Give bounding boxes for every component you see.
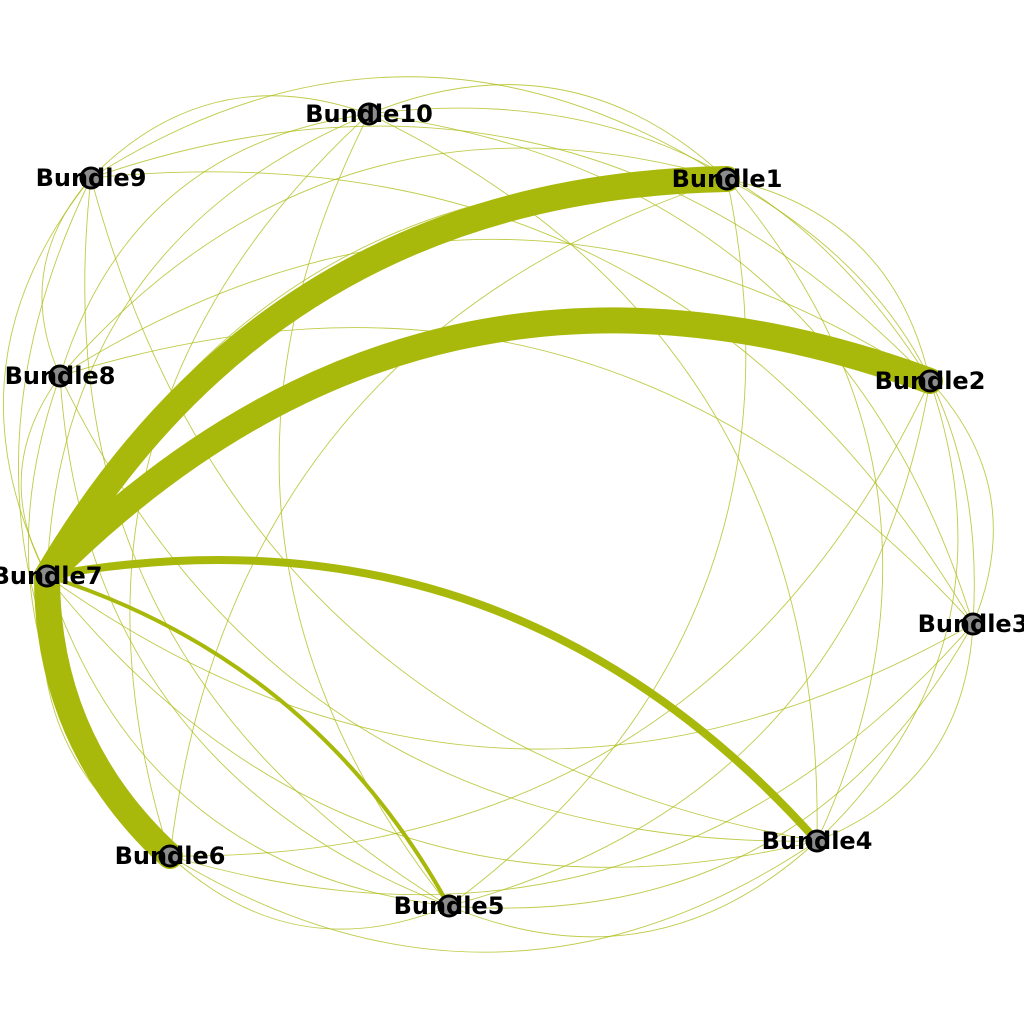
edge-bundle3-bundle9 <box>90 171 974 625</box>
edge-bundle4-bundle10 <box>368 113 818 842</box>
node-bundle3: Bundle3 <box>918 610 1024 638</box>
node-circle <box>715 167 739 191</box>
edge-bundle5-bundle8 <box>59 375 450 907</box>
node-bundle10: Bundle10 <box>305 100 433 128</box>
edge-bundle2-bundle6 <box>169 380 931 857</box>
edge-bundle5-bundle9 <box>84 177 450 907</box>
node-label: Bundle2 <box>875 367 986 395</box>
node-bundle4: Bundle4 <box>762 827 873 855</box>
node-circle <box>79 166 103 190</box>
strong-edge-bundle7-bundle5 <box>45 574 451 908</box>
edge-bundle4-bundle6 <box>169 840 818 953</box>
edge-bundle3-bundle4 <box>816 623 974 842</box>
edge-bundle3-bundle8 <box>59 327 974 625</box>
node-circle <box>805 829 829 853</box>
node-bundle1: Bundle1 <box>672 165 783 193</box>
edge-bundle4-bundle7 <box>46 575 818 868</box>
node-label: Bundle3 <box>918 610 1024 638</box>
edge-bundle8-bundle10 <box>59 113 370 377</box>
edge-bundle2-bundle4 <box>816 380 959 842</box>
strong-edge-bundle7-bundle4 <box>43 556 821 845</box>
edge-bundle1-bundle8 <box>59 147 728 377</box>
edge-bundle2-bundle10 <box>368 107 931 382</box>
node-circle <box>437 894 461 918</box>
edge-bundle4-bundle8 <box>59 375 818 842</box>
node-label: Bundle9 <box>36 164 147 192</box>
edge-bundle1-bundle3 <box>726 178 975 625</box>
edge-bundle7-bundle10 <box>46 113 370 577</box>
edge-bundle3-bundle5 <box>448 623 974 909</box>
node-circle <box>35 564 59 588</box>
edge-bundle2-bundle9 <box>90 125 931 382</box>
node-bundle2: Bundle2 <box>875 367 986 395</box>
node-label: Bundle6 <box>115 842 226 870</box>
node-bundle5: Bundle5 <box>394 892 505 920</box>
edge-bundle9-bundle10 <box>90 95 370 179</box>
edge-bundle2-bundle5 <box>448 380 931 907</box>
edge-bundle5-bundle7 <box>46 575 450 907</box>
edge-bundle1-bundle6 <box>169 178 728 857</box>
edge-bundle2-bundle3 <box>929 380 994 625</box>
strong-edge-bundle7-bundle6 <box>33 563 183 869</box>
edge-bundle6-bundle10 <box>129 113 370 857</box>
node-circle <box>961 612 985 636</box>
node-bundle8: Bundle8 <box>5 362 116 390</box>
edge-bundle3-bundle6 <box>169 623 974 895</box>
edge-bundle3-bundle7 <box>46 575 974 750</box>
node-bundle7: Bundle7 <box>0 562 102 590</box>
node-bundle6: Bundle6 <box>115 842 226 870</box>
node-label: Bundle8 <box>5 362 116 390</box>
node-circle <box>918 369 942 393</box>
node-circle <box>158 844 182 868</box>
edge-bundle7-bundle9 <box>2 177 92 577</box>
edge-bundle5-bundle6 <box>169 855 450 930</box>
edge-bundle1-bundle4 <box>726 178 884 842</box>
edge-bundle1-bundle9 <box>90 76 728 180</box>
edge-bundle4-bundle5 <box>448 840 818 938</box>
node-bundle9: Bundle9 <box>36 164 147 192</box>
node-circle <box>48 364 72 388</box>
strong-edge-bundle7-bundle1 <box>34 166 740 589</box>
node-label: Bundle5 <box>394 892 505 920</box>
edge-bundle8-bundle9 <box>41 177 92 377</box>
edge-bundle1-bundle2 <box>726 178 931 382</box>
node-label: Bundle1 <box>672 165 783 193</box>
edge-bundle2-bundle8 <box>59 238 931 382</box>
edge-bundle4-bundle9 <box>90 177 818 842</box>
edge-bundle3-bundle10 <box>368 113 974 625</box>
node-label: Bundle10 <box>305 100 433 128</box>
node-label: Bundle4 <box>762 827 873 855</box>
edge-bundle1-bundle5 <box>448 178 747 907</box>
edge-bundle1-bundle10 <box>368 84 728 180</box>
node-circle <box>357 102 381 126</box>
strong-edge-layer <box>33 166 943 908</box>
strong-edge-bundle7-bundle2 <box>34 307 943 589</box>
node-label: Bundle7 <box>0 562 102 590</box>
